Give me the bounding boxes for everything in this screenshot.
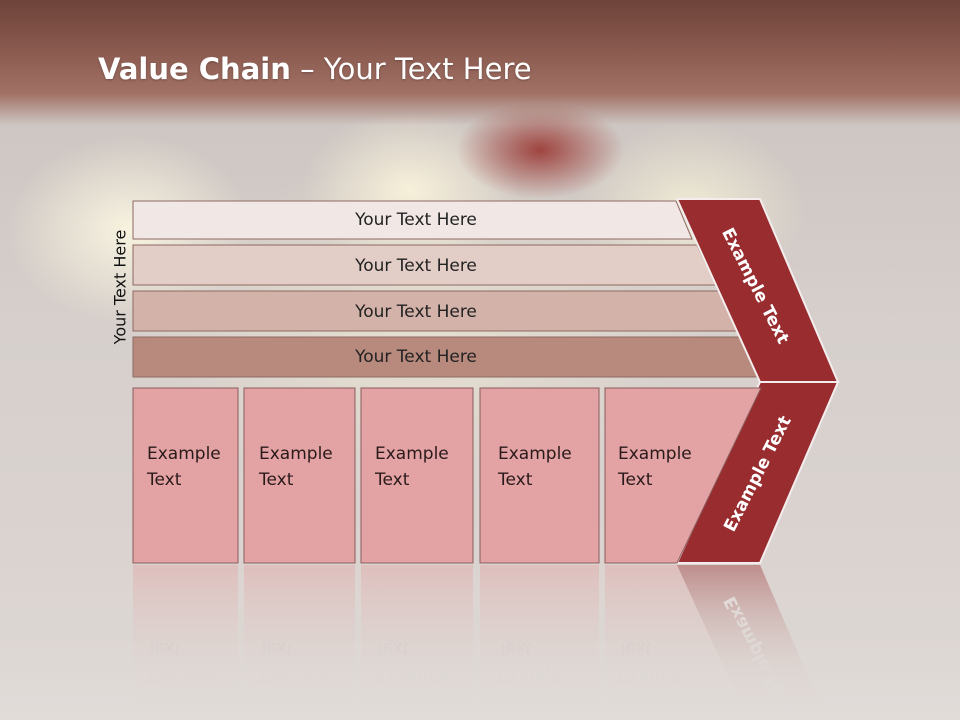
band-3-label: Your Text Here (354, 302, 477, 322)
header-bar (0, 0, 960, 125)
activity-box-4-line1: Example (498, 444, 572, 464)
activity-box-4-label: Example Text (497, 444, 577, 490)
activity-box-1 (132, 387, 239, 564)
activity-box-1-line2: Text (146, 470, 182, 490)
activity-box-1-line1: Example (147, 444, 221, 464)
activity-box-5-label: Example Text (617, 444, 697, 490)
title-bold: Value Chain (98, 52, 291, 86)
activity-box-3 (360, 387, 474, 564)
activity-boxes: Example Text Example Text Example Text E… (132, 387, 762, 564)
activity-box-2-label: Example Text (258, 444, 338, 490)
activity-box-3-line2: Text (374, 470, 410, 490)
title-rest: – Your Text Here (290, 52, 532, 86)
activity-box-2 (243, 387, 356, 564)
activity-box-5-line2: Text (617, 470, 653, 490)
band-1-label: Your Text Here (354, 210, 477, 230)
activity-box-1-label: Example Text (146, 444, 226, 490)
activity-box-5-line1: Example (618, 444, 692, 464)
activity-box-2-line1: Example (259, 444, 333, 464)
band-2-label: Your Text Here (354, 256, 477, 276)
bands: Your Text Here Your Text Here Your Text … (132, 200, 764, 378)
band-4-label: Your Text Here (354, 347, 477, 367)
activity-box-2-line2: Text (258, 470, 294, 490)
activity-box-3-label: Example Text (374, 444, 454, 490)
slide-title: Value Chain – Your Text Here (98, 52, 532, 86)
activity-box-4-line2: Text (497, 470, 533, 490)
band-1 (132, 200, 693, 240)
activity-box-3-line1: Example (375, 444, 449, 464)
activity-box-4 (479, 387, 600, 564)
side-label: Your Text Here (111, 230, 130, 346)
bottom-fade (0, 560, 960, 720)
